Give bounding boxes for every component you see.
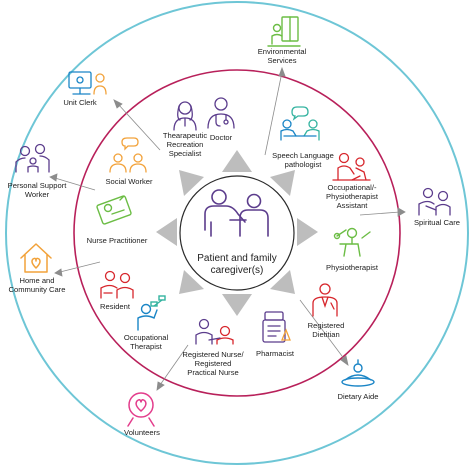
registered-dietitian-label: Registered Dietitian — [300, 321, 352, 339]
social-worker-label-line1: Social Worker — [105, 177, 153, 186]
occupational-therapist-icon — [137, 295, 166, 331]
personal-support-worker-label: Personal Support Worker — [4, 181, 70, 199]
speech-pathologist-icon — [280, 106, 320, 141]
inner-ring — [73, 69, 401, 397]
therapeutic-recreation-label: Thearapeutic Recreation Specialist — [150, 131, 220, 158]
np-label-line1: Nurse Practitioner — [86, 236, 148, 245]
rn-label-line2: Registered — [194, 359, 232, 368]
dietary-aide-label: Dietary Aide — [332, 392, 384, 401]
patient-caregiver-icon — [204, 189, 269, 237]
physiotherapist-label: Physiotherapist — [319, 263, 385, 272]
ot-label-line1: Occupational — [123, 333, 169, 342]
unit-clerk-label-line1: Unit Clerk — [63, 98, 97, 107]
home-community-care-icon — [20, 243, 52, 273]
unit-clerk-label: Unit Clerk — [58, 98, 102, 107]
doctor-icon — [207, 97, 235, 129]
psw-label-line2: Worker — [24, 190, 50, 199]
speech-pathologist-label: Speech Language pathologist — [266, 151, 340, 169]
occ-physio-assistant-label: Occupational/- Physiotherapist Assistant — [315, 183, 389, 210]
therapeutic-recreation-icon — [173, 101, 197, 131]
physio-label-line1: Physiotherapist — [326, 263, 378, 272]
center-label-line2: caregiver(s) — [210, 265, 264, 276]
nurse-practitioner-icon — [96, 195, 132, 225]
social-worker-icon — [109, 137, 147, 173]
ot-label-line2: Therapist — [130, 342, 162, 351]
pharmacist-icon — [262, 311, 291, 343]
resident-icon — [100, 270, 134, 299]
occ-physio-label-line3: Assistant — [336, 201, 368, 210]
doctor-label: Doctor — [205, 133, 237, 142]
resident-label: Resident — [96, 302, 134, 311]
home-label-line1: Home and — [19, 276, 55, 285]
env-label-line2: Services — [267, 56, 297, 65]
pharmacist-label: Pharmacist — [253, 349, 297, 358]
home-community-care-label: Home and Community Care — [4, 276, 70, 294]
physiotherapist-icon — [333, 227, 371, 257]
social-worker-label: Social Worker — [100, 177, 158, 186]
therapeutic-label-line3: Specialist — [168, 149, 202, 158]
doctor-label-line1: Doctor — [209, 133, 233, 142]
speech-label-line2: pathologist — [284, 160, 322, 169]
dietitian-label-line1: Registered — [307, 321, 345, 330]
unit-clerk-icon — [68, 71, 107, 95]
therapeutic-label-line2: Recreation — [166, 140, 204, 149]
occupational-physio-assistant-icon — [332, 152, 371, 181]
outer-ring — [5, 1, 469, 465]
occupational-therapist-label: Occupational Therapist — [118, 333, 174, 351]
psw-label-line1: Personal Support — [7, 181, 67, 190]
home-label-line2: Community Care — [8, 285, 66, 294]
occ-physio-label-line2: Physiotherapist — [326, 192, 378, 201]
volunteers-label-line1: Volunteers — [124, 428, 160, 437]
connector-arrows — [49, 66, 406, 391]
center-label-line1: Patient and family — [197, 253, 277, 264]
rn-label-line3: Practical Nurse — [187, 368, 239, 377]
registered-nurse-label: Registered Nurse/ Registered Practical N… — [178, 350, 248, 377]
registered-nurse-icon — [195, 318, 234, 345]
therapeutic-label-line1: Thearapeutic — [162, 131, 208, 140]
spiritual-care-label: Spiritual Care — [406, 218, 468, 227]
personal-support-worker-icon — [15, 143, 50, 173]
dietary-aide-label-line1: Dietary Aide — [337, 392, 379, 401]
spiritual-care-label-line1: Spiritual Care — [413, 218, 460, 227]
environmental-services-label: Environmental Services — [251, 47, 313, 65]
center-circle — [179, 175, 295, 291]
registered-dietitian-icon — [312, 283, 338, 317]
volunteers-icon — [127, 392, 155, 427]
spiritual-care-icon — [418, 187, 451, 216]
resident-label-line1: Resident — [100, 302, 130, 311]
env-label-line1: Environmental — [257, 47, 307, 56]
occ-physio-label-line1: Occupational/- — [327, 183, 377, 192]
center-star — [156, 150, 318, 316]
dietary-aide-icon — [341, 359, 375, 387]
pharmacist-label-line1: Pharmacist — [256, 349, 294, 358]
dietitian-label-line2: Dietitian — [312, 330, 340, 339]
volunteers-label: Volunteers — [120, 428, 164, 437]
nurse-practitioner-label: Nurse Practitioner — [80, 236, 154, 245]
environmental-services-icon — [267, 16, 301, 47]
speech-label-line1: Speech Language — [272, 151, 334, 160]
rn-label-line1: Registered Nurse/ — [182, 350, 244, 359]
center-label: Patient and family caregiver(s) — [187, 253, 287, 277]
